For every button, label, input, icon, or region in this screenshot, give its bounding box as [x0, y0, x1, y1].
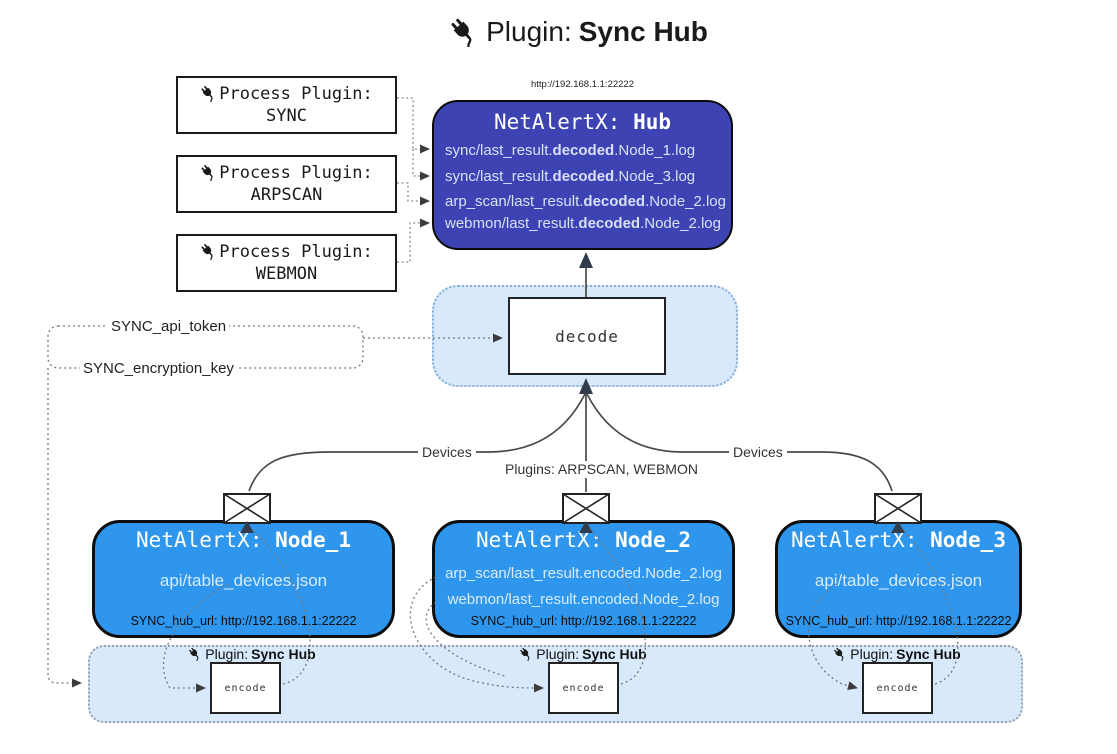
connector-sync-to-hub-1 — [397, 97, 430, 154]
process-plugin-label: Process Plugin: — [219, 83, 373, 104]
process-plugin-sync-box: Process Plugin: SYNC — [176, 76, 397, 134]
process-plugin-label: Process Plugin: — [219, 241, 373, 262]
node-1-box: NetAlertX: Node_1 api/table_devices.json… — [92, 520, 395, 638]
hub-log-line: webmon/last_result.decoded.Node_2.log — [445, 215, 721, 232]
process-plugin-arpscan-box: Process Plugin: ARPSCAN — [176, 155, 397, 213]
connector-node3-to-encode — [808, 583, 858, 691]
hub-title-prefix: NetAlertX: — [493, 110, 634, 134]
arrowhead-up-icon — [891, 521, 905, 533]
encode-box-2: encode — [548, 662, 619, 714]
process-plugin-name: ARPSCAN — [250, 185, 323, 205]
process-plugin-label-row: Process Plugin: — [200, 241, 373, 263]
connector-sync-to-hub-2 — [412, 149, 430, 181]
node-3-title: NetAlertX: Node_3 — [791, 528, 1006, 552]
node-2-file-2: webmon/last_result.encoded.Node_2.log — [447, 591, 720, 608]
connector-encode3-to-envelope — [902, 528, 959, 685]
arrowhead-up-icon — [579, 521, 593, 533]
connector-node1-to-encode — [162, 583, 229, 693]
node-3-hub-url: SYNC_hub_url: http://192.168.1.1:22222 — [785, 614, 1012, 628]
node-1-file: api/table_devices.json — [159, 571, 328, 590]
process-plugin-label-row: Process Plugin: — [200, 83, 373, 105]
sync-api-token-label: SYNC_api_token — [108, 318, 230, 335]
devices-right-label: Devices — [729, 444, 787, 461]
envelope-icon — [562, 493, 610, 524]
decode-box: decode — [508, 297, 666, 375]
hub-url-label: http://192.168.1.1:22222 — [530, 79, 634, 90]
encode-box-3: encode — [862, 662, 933, 714]
encoder-2-label: Plugin: Sync Hub — [498, 646, 668, 662]
arrowhead-up-icon — [240, 521, 254, 533]
connector-node3-branch — [586, 393, 893, 492]
connector-encode2-to-envelope — [589, 528, 647, 685]
hub-log-line: sync/last_result.decoded.Node_3.log — [445, 168, 696, 185]
connector-encode1-to-envelope — [251, 528, 311, 685]
hub-title-bold: Hub — [633, 110, 671, 134]
arrowhead-up-icon — [579, 252, 593, 268]
page-title-bold: Sync Hub — [578, 16, 708, 47]
plugins-middle-label: Plugins: ARPSCAN, WEBMON — [501, 461, 702, 478]
connector-node2-to-encode-2 — [425, 601, 506, 677]
connector-node1-branch — [248, 393, 586, 492]
page-title: Plugin: Sync Hub — [40, 16, 1117, 48]
node-3-box: NetAlertX: Node_3 api/table_devices.json… — [775, 520, 1022, 638]
envelope-icon — [874, 493, 922, 524]
connector-webmon-to-hub — [397, 218, 430, 263]
process-plugin-label-row: Process Plugin: — [200, 162, 373, 184]
encoder-3-label: Plugin: Sync Hub — [812, 646, 982, 662]
process-plugin-name: SYNC — [266, 106, 307, 126]
node-2-file-1: arp_scan/last_result.encoded.Node_2.log — [445, 565, 722, 582]
encoder-1-label: Plugin: Sync Hub — [167, 646, 337, 662]
node-1-hub-url: SYNC_hub_url: http://192.168.1.1:22222 — [130, 614, 357, 628]
sync-encryption-key-label: SYNC_encryption_key — [80, 360, 237, 377]
node-2-hub-url: SYNC_hub_url: http://192.168.1.1:22222 — [470, 614, 697, 628]
hub-log-line: arp_scan/last_result.decoded.Node_2.log — [445, 193, 726, 210]
connector-arpscan-to-hub — [397, 182, 430, 206]
node-2-box: NetAlertX: Node_2 arp_scan/last_result.e… — [432, 520, 735, 638]
devices-left-label: Devices — [418, 444, 476, 461]
process-plugin-webmon-box: Process Plugin: WEBMON — [176, 234, 397, 292]
arrowhead-up-icon — [579, 378, 593, 394]
decode-label: decode — [555, 326, 619, 346]
hub-box: NetAlertX: Hub sync/last_result.decoded.… — [432, 100, 733, 250]
encode-box-1: encode — [210, 662, 281, 714]
connector-node2-to-encode — [409, 576, 544, 693]
process-plugin-name: WEBMON — [255, 264, 318, 284]
page-title-prefix: Plugin: — [486, 16, 572, 47]
hub-log-line: sync/last_result.decoded.Node_1.log — [445, 142, 696, 159]
hub-title: NetAlertX: Hub — [434, 110, 731, 134]
process-plugin-label: Process Plugin: — [219, 162, 373, 183]
envelope-icon — [223, 493, 271, 524]
connector-tokens-to-encoders — [47, 368, 82, 688]
